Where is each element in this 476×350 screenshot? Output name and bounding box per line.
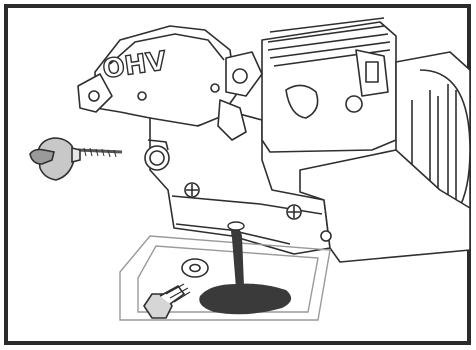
sealing-washer (182, 259, 208, 277)
